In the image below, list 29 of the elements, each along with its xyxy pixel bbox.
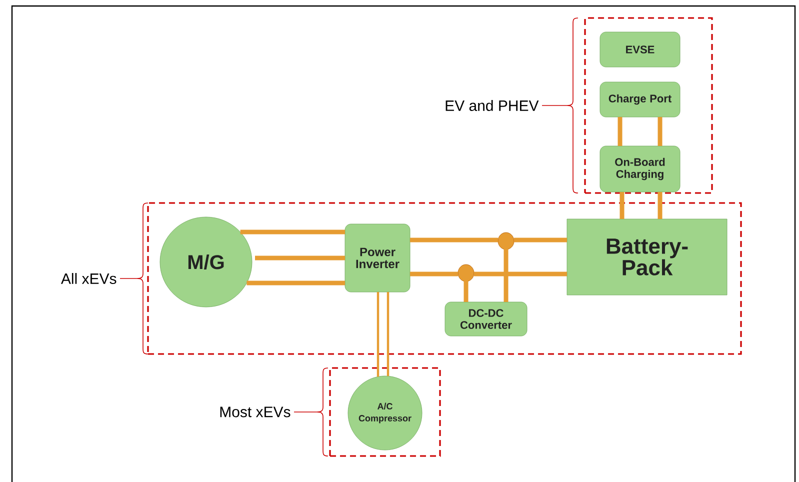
process-box: On-Board Charging <box>600 146 680 192</box>
connector-line <box>618 117 622 146</box>
connector-line <box>514 238 567 242</box>
process-box: Charge Port <box>600 82 680 118</box>
group-label: Most xEVs <box>220 406 290 418</box>
connector-line <box>658 192 662 219</box>
connector-line <box>474 272 567 276</box>
process-box: Power Inverter <box>344 224 410 292</box>
process-box: EVSE <box>600 32 680 68</box>
connector-line <box>255 256 345 260</box>
connector-line <box>410 272 458 276</box>
group-label: EV and PHEV <box>446 100 539 111</box>
connector-line <box>410 238 498 242</box>
dashed-outline <box>147 202 742 355</box>
group-label: All xEVs <box>61 273 116 284</box>
connector-line <box>464 281 468 302</box>
dashed-outline <box>329 367 441 457</box>
connector-line <box>658 117 662 146</box>
junction-dot <box>498 232 514 250</box>
connector-line <box>246 280 345 286</box>
connector-line <box>240 230 345 234</box>
connector-line <box>504 249 508 302</box>
connector-line <box>620 192 624 219</box>
battery-box: Battery-Pack <box>566 218 728 296</box>
junction-dot <box>458 264 474 282</box>
dashed-outline <box>584 17 713 194</box>
process-box: DC-DC Converter <box>444 302 528 336</box>
connector-line <box>376 292 380 377</box>
connector-line <box>386 292 390 376</box>
